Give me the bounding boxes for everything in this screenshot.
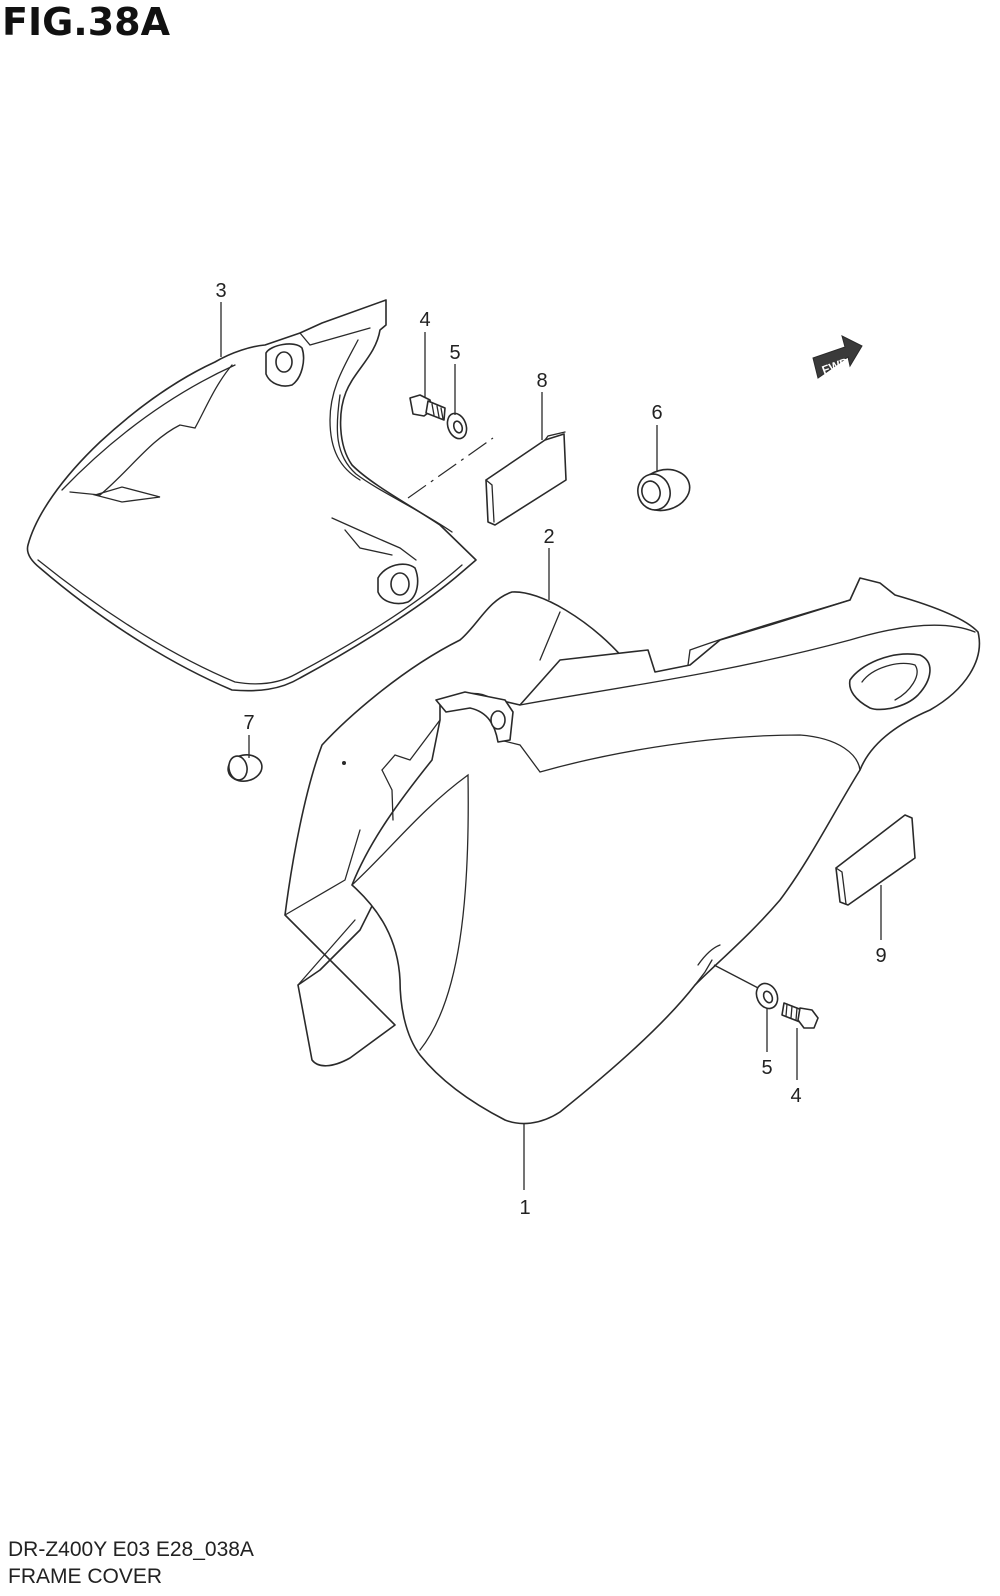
callout-5-lower: 5 — [761, 1057, 772, 1079]
part-7-grommet[interactable] — [226, 752, 264, 784]
part-4-bolt-lower[interactable] — [781, 1002, 819, 1029]
part-1-frame-cover-main[interactable] — [351, 577, 981, 1125]
callout-4-lower: 4 — [790, 1085, 801, 1107]
part-5-washer-upper[interactable] — [444, 411, 470, 442]
part-4-bolt-upper[interactable] — [409, 394, 446, 421]
diagram-footer: DR-Z400Y E03 E28_038A FRAME COVER — [8, 1536, 254, 1590]
section-name: FRAME COVER — [8, 1565, 163, 1588]
callout-9: 9 — [875, 945, 886, 967]
callout-3: 3 — [215, 280, 226, 302]
callout-labels: 3 4 5 8 6 2 7 9 5 4 1 — [215, 280, 886, 1219]
callout-1: 1 — [519, 1197, 530, 1219]
part-8-cushion-pad[interactable] — [485, 431, 567, 526]
assembly-centerline-lower — [713, 964, 763, 991]
callout-4-upper: 4 — [419, 309, 430, 331]
part-9-cushion-pad[interactable] — [835, 814, 916, 906]
callout-5-upper: 5 — [449, 342, 460, 364]
figure-title: FIG.38A — [2, 0, 171, 44]
part-5-washer-lower[interactable] — [752, 980, 781, 1012]
assembly-centerline-upper — [407, 437, 494, 499]
callout-7: 7 — [243, 712, 254, 734]
callout-8: 8 — [536, 370, 547, 392]
part-2-frame-cover-inner[interactable] — [284, 591, 626, 1067]
part-3-frame-cover-upper[interactable] — [26, 299, 477, 692]
callout-2: 2 — [543, 526, 554, 548]
part-6-grommet[interactable] — [634, 464, 695, 516]
fwd-direction-arrow: FWD — [812, 335, 863, 379]
callout-leaders — [220, 302, 882, 1190]
callout-6: 6 — [651, 402, 662, 424]
model-code: DR-Z400Y E03 E28_038A — [8, 1538, 254, 1561]
